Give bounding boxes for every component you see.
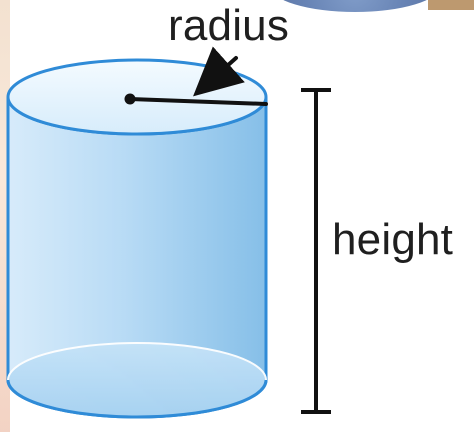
cylinder-top-ellipse: [6, 58, 268, 136]
radius-line: [128, 97, 268, 106]
radius-arrow: [193, 46, 245, 97]
background-left-strip: [0, 0, 10, 432]
center-dot: [124, 93, 136, 105]
background-top-right-corner: [428, 0, 474, 10]
radius-label: radius: [168, 1, 290, 50]
height-label: height: [332, 215, 454, 264]
cylinder-bottom-rim: [6, 379, 268, 419]
